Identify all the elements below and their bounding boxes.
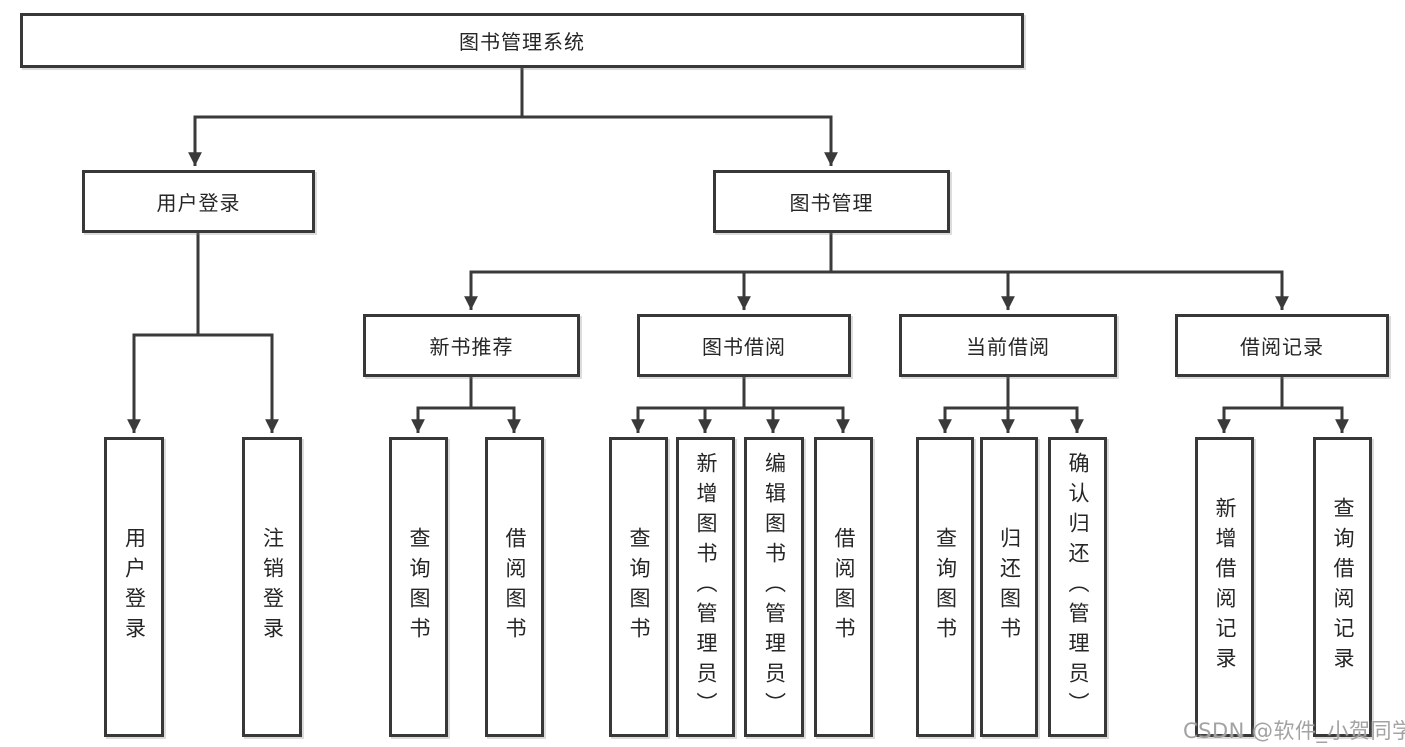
node-book-management-label: 图书管理 [789,191,874,215]
leaf-records-add-record: 新增借阅记录 [1195,437,1254,737]
leaf-borrow-edit-book-admin-label: 编辑图书（管理员） [762,452,787,722]
leaf-records-add-record-label: 新增借阅记录 [1213,497,1237,677]
node-book-borrow: 图书借阅 [637,314,851,377]
leaf-records-query-record-label: 查询借阅记录 [1331,497,1355,677]
leaf-current-query-book: 查询图书 [916,437,974,737]
node-current-borrow: 当前借阅 [899,314,1117,377]
leaf-logout-label: 注销登录 [260,527,285,647]
leaf-records-query-record: 查询借阅记录 [1313,437,1372,737]
node-root-system-label: 图书管理系统 [459,30,585,54]
leaf-borrow-edit-book-admin: 编辑图书（管理员） [744,437,804,737]
leaf-current-return-book: 归还图书 [980,437,1038,737]
node-borrow-records-label: 借阅记录 [1240,335,1324,359]
leaf-current-query-book-label: 查询图书 [933,527,958,647]
node-book-management: 图书管理 [713,170,950,233]
node-new-book-recommend: 新书推荐 [363,314,580,377]
leaf-borrow-query-book-label: 查询图书 [627,527,651,647]
leaf-user-login-label: 用户登录 [122,527,147,647]
node-borrow-records: 借阅记录 [1175,314,1389,377]
csdn-watermark: CSDN @软件_小贺同学 [1183,719,1405,743]
leaf-borrow-add-book-admin-label: 新增图书（管理员） [694,452,718,722]
node-user-login: 用户登录 [82,170,315,233]
leaf-borrow-borrow-book-label: 借阅图书 [832,527,856,647]
leaf-recommend-query-book: 查询图书 [389,437,448,737]
leaf-recommend-borrow-book-label: 借阅图书 [503,527,527,647]
node-root-system: 图书管理系统 [20,13,1024,68]
leaf-logout: 注销登录 [242,437,302,737]
leaf-recommend-borrow-book: 借阅图书 [485,437,544,737]
leaf-current-return-book-label: 归还图书 [997,527,1022,647]
node-current-borrow-label: 当前借阅 [966,335,1050,359]
leaf-borrow-query-book: 查询图书 [609,437,668,737]
node-book-borrow-label: 图书借阅 [702,335,786,359]
leaf-current-confirm-return-admin: 确认归还（管理员） [1048,437,1107,737]
leaf-borrow-borrow-book: 借阅图书 [814,437,873,737]
leaf-user-login: 用户登录 [104,437,164,737]
leaf-current-confirm-return-admin-label: 确认归还（管理员） [1066,452,1090,722]
node-new-book-recommend-label: 新书推荐 [429,335,514,359]
leaf-borrow-add-book-admin: 新增图书（管理员） [676,437,735,737]
leaf-recommend-query-book-label: 查询图书 [407,527,431,647]
node-user-login-label: 用户登录 [156,191,241,215]
